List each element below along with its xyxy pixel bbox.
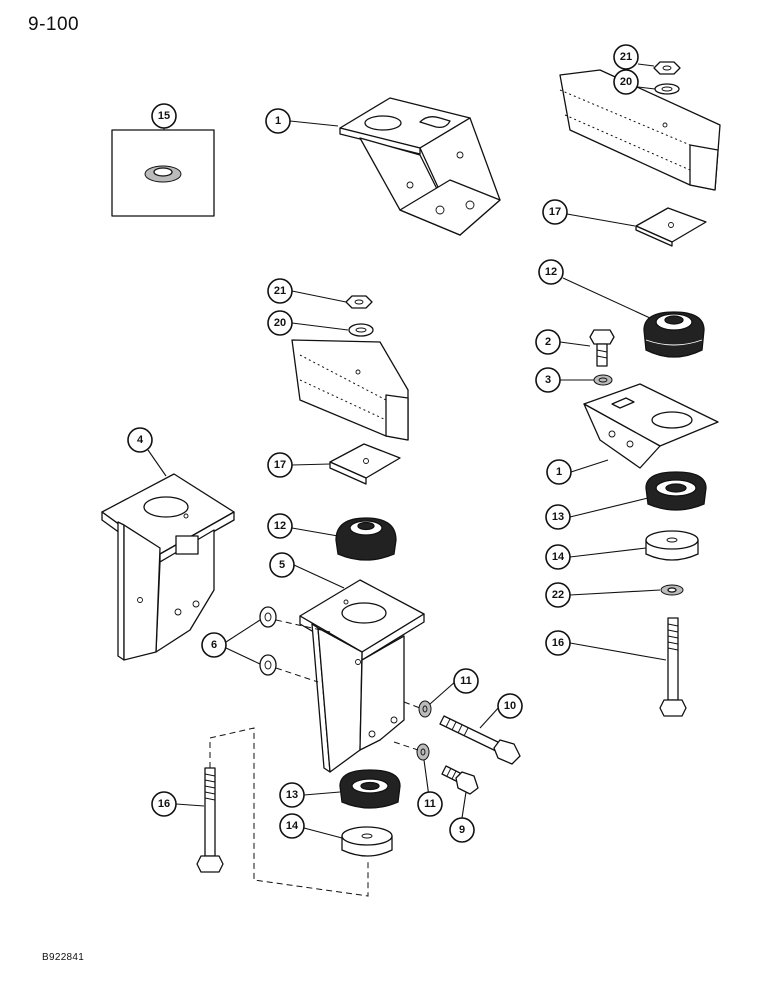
callout-1-top: 1 — [265, 108, 291, 134]
callout-21-top: 21 — [613, 44, 639, 70]
part-21-nut-top — [653, 61, 681, 75]
callout-21-middle: 21 — [267, 278, 293, 304]
callout-1-right: 1 — [546, 459, 572, 485]
svg-text:10: 10 — [504, 700, 516, 712]
part-17-plate-middle — [329, 443, 401, 485]
part-3-lockwasher — [593, 374, 613, 386]
callout-16-right: 16 — [545, 630, 571, 656]
figure-code: B922841 — [42, 952, 85, 963]
callout-17-middle: 17 — [267, 452, 293, 478]
part-20-washer-middle — [348, 323, 374, 337]
callout-13-bottom: 13 — [279, 782, 305, 808]
page-number: 9-100 — [28, 14, 80, 35]
callout-15: 15 — [151, 103, 177, 129]
dashed-guide-11a — [403, 701, 421, 709]
part-1-bracket-right — [583, 383, 719, 469]
svg-text:5: 5 — [279, 559, 285, 571]
part-5-support — [299, 579, 425, 773]
rail-middle — [291, 339, 409, 441]
callout-14-right: 14 — [545, 544, 571, 570]
dashed-guide-6b — [275, 667, 319, 683]
callout-11-bottom: 11 — [417, 791, 443, 817]
dashed-guide-11b — [393, 741, 419, 751]
svg-text:2: 2 — [545, 336, 551, 348]
svg-text:1: 1 — [556, 466, 562, 478]
part-9-bolt — [441, 765, 479, 795]
callout-20-top: 20 — [613, 69, 639, 95]
callout-3: 3 — [535, 367, 561, 393]
callout-16-left: 16 — [151, 791, 177, 817]
part-12-isolator-right — [643, 311, 705, 358]
part-2-bolt — [589, 329, 615, 367]
part-11-lockwashers — [416, 700, 432, 761]
svg-text:11: 11 — [460, 675, 472, 687]
part-6-washers — [259, 606, 277, 676]
callout-2: 2 — [535, 329, 561, 355]
callout-20-middle: 20 — [267, 310, 293, 336]
svg-text:1: 1 — [275, 115, 281, 127]
svg-text:13: 13 — [552, 511, 564, 523]
svg-text:15: 15 — [158, 110, 170, 122]
callout-17-right: 17 — [542, 199, 568, 225]
svg-text:22: 22 — [552, 589, 564, 601]
part-13-isolator-right — [645, 471, 707, 511]
svg-text:21: 21 — [620, 51, 632, 63]
svg-text:16: 16 — [158, 798, 170, 810]
callout-10: 10 — [497, 693, 523, 719]
callout-5: 5 — [269, 552, 295, 578]
part-13-isolator-bottom — [339, 769, 401, 809]
svg-text:17: 17 — [549, 206, 561, 218]
svg-text:20: 20 — [620, 76, 632, 88]
svg-text:20: 20 — [274, 317, 286, 329]
part-16-bolt-left — [196, 767, 224, 873]
svg-text:12: 12 — [274, 520, 286, 532]
part-14-disc-bottom — [341, 826, 393, 857]
callout-14-bottom: 14 — [279, 813, 305, 839]
part-16-bolt-right — [659, 617, 687, 717]
part-22-washer — [660, 584, 684, 596]
callout-12-right: 12 — [538, 259, 564, 285]
part-20-washer-top — [654, 83, 680, 95]
svg-text:4: 4 — [137, 434, 144, 446]
leader-lines — [147, 63, 667, 839]
callout-6: 6 — [201, 632, 227, 658]
svg-text:11: 11 — [424, 798, 436, 810]
callout-22: 22 — [545, 582, 571, 608]
svg-text:14: 14 — [286, 820, 299, 832]
dashed-assembly-path-16 — [209, 727, 369, 897]
svg-text:9: 9 — [459, 824, 465, 836]
callout-9: 9 — [449, 817, 475, 843]
svg-text:16: 16 — [552, 637, 564, 649]
svg-text:12: 12 — [545, 266, 557, 278]
part-15-pad — [111, 129, 215, 217]
svg-text:3: 3 — [545, 374, 551, 386]
part-21-nut-middle — [345, 295, 373, 309]
part-10-bolt — [439, 715, 521, 765]
part-17-plate-right — [635, 207, 707, 247]
rail-top-right — [559, 69, 721, 191]
part-14-disc-right — [645, 530, 699, 561]
part-12-isolator-middle — [335, 517, 397, 561]
svg-text:6: 6 — [211, 639, 217, 651]
callout-13-right: 13 — [545, 504, 571, 530]
callout-12-middle: 12 — [267, 513, 293, 539]
callout-11-top: 11 — [453, 668, 479, 694]
part-1-bracket-top — [339, 97, 501, 236]
svg-text:14: 14 — [552, 551, 565, 563]
svg-text:13: 13 — [286, 789, 298, 801]
svg-text:21: 21 — [274, 285, 286, 297]
part-4-support — [101, 473, 235, 661]
svg-text:17: 17 — [274, 459, 286, 471]
callout-4: 4 — [127, 427, 153, 453]
